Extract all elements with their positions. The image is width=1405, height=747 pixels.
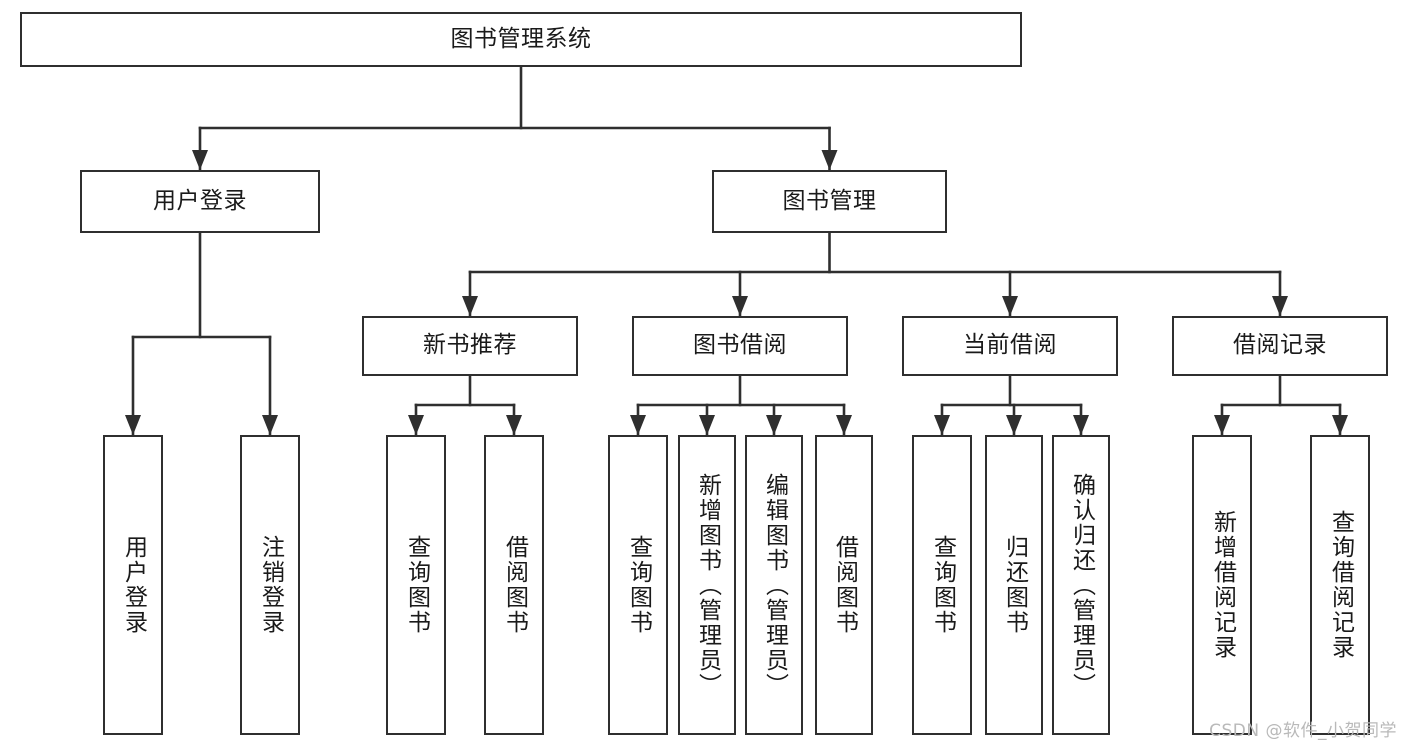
arrowhead-leaf-cur-2: [1006, 415, 1022, 435]
node-leaf-rec-1[interactable]: 新增借阅记录: [1192, 435, 1252, 735]
node-label-leaf-rec-1: 新增借阅记录: [1209, 510, 1236, 660]
node-label-leaf-login-1: 用户登录: [120, 535, 147, 635]
node-leaf-rec-2[interactable]: 查询借阅记录: [1310, 435, 1370, 735]
node-leaf-bor-3[interactable]: 编辑图书（管理员）: [745, 435, 803, 735]
arrowhead-borrow: [732, 296, 748, 316]
node-leaf-new-1[interactable]: 查询图书: [386, 435, 446, 735]
node-label-root: 图书管理系统: [450, 25, 592, 52]
node-label-record: 借阅记录: [1233, 332, 1327, 359]
node-leaf-login-1[interactable]: 用户登录: [103, 435, 163, 735]
node-label-leaf-cur-1: 查询图书: [929, 535, 956, 635]
node-label-leaf-login-2: 注销登录: [257, 535, 284, 635]
arrowhead-login: [192, 150, 208, 170]
arrowhead-leaf-bor-1: [630, 415, 646, 435]
arrowhead-leaf-cur-3: [1073, 415, 1089, 435]
node-label-current: 当前借阅: [963, 332, 1057, 359]
node-leaf-cur-2[interactable]: 归还图书: [985, 435, 1043, 735]
node-login[interactable]: 用户登录: [80, 170, 320, 233]
node-label-borrow: 图书借阅: [693, 332, 787, 359]
node-leaf-bor-2[interactable]: 新增图书（管理员）: [678, 435, 736, 735]
arrowhead-leaf-new-2: [506, 415, 522, 435]
node-root[interactable]: 图书管理系统: [20, 12, 1022, 67]
node-label-leaf-bor-4: 借阅图书: [831, 535, 858, 635]
node-label-leaf-bor-1: 查询图书: [625, 535, 652, 635]
node-label-leaf-cur-2: 归还图书: [1001, 535, 1028, 635]
arrowhead-leaf-login-2: [262, 415, 278, 435]
node-label-leaf-new-1: 查询图书: [403, 535, 430, 635]
arrowhead-leaf-new-1: [408, 415, 424, 435]
node-bookmgmt[interactable]: 图书管理: [712, 170, 947, 233]
node-borrow[interactable]: 图书借阅: [632, 316, 848, 376]
node-newbook[interactable]: 新书推荐: [362, 316, 578, 376]
node-label-bookmgmt: 图书管理: [782, 187, 877, 214]
node-leaf-login-2[interactable]: 注销登录: [240, 435, 300, 735]
node-label-newbook: 新书推荐: [423, 332, 517, 359]
arrowhead-bookmgmt: [821, 150, 838, 170]
arrowhead-newbook: [462, 296, 478, 316]
node-label-leaf-cur-3: 确认归还（管理员）: [1068, 472, 1095, 698]
node-label-leaf-new-2: 借阅图书: [501, 535, 528, 635]
arrowhead-leaf-cur-1: [934, 415, 950, 435]
node-current[interactable]: 当前借阅: [902, 316, 1118, 376]
arrowhead-leaf-bor-4: [836, 415, 852, 435]
arrowhead-leaf-rec-2: [1332, 415, 1348, 435]
node-leaf-bor-4[interactable]: 借阅图书: [815, 435, 873, 735]
arrowhead-leaf-bor-3: [766, 415, 782, 435]
node-leaf-cur-1[interactable]: 查询图书: [912, 435, 972, 735]
arrowhead-leaf-rec-1: [1214, 415, 1230, 435]
arrowhead-leaf-bor-2: [699, 415, 715, 435]
arrowhead-record: [1272, 296, 1288, 316]
arrowhead-leaf-login-1: [125, 415, 141, 435]
node-label-leaf-rec-2: 查询借阅记录: [1327, 510, 1354, 660]
node-leaf-new-2[interactable]: 借阅图书: [484, 435, 544, 735]
node-label-login: 用户登录: [153, 187, 247, 214]
node-label-leaf-bor-2: 新增图书（管理员）: [694, 472, 721, 698]
node-leaf-bor-1[interactable]: 查询图书: [608, 435, 668, 735]
node-label-leaf-bor-3: 编辑图书（管理员）: [761, 472, 788, 698]
node-leaf-cur-3[interactable]: 确认归还（管理员）: [1052, 435, 1110, 735]
node-record[interactable]: 借阅记录: [1172, 316, 1388, 376]
arrowhead-current: [1002, 296, 1018, 316]
